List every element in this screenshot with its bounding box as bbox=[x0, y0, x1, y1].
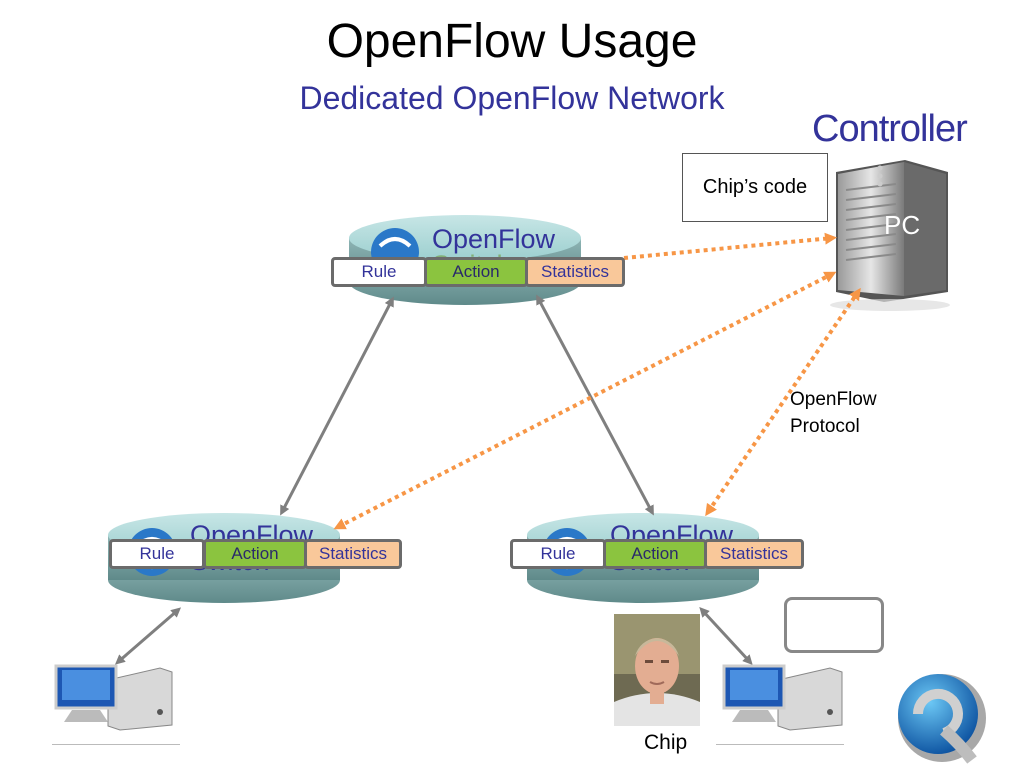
code-box: Chip’s code bbox=[682, 153, 828, 222]
server-tower-icon bbox=[830, 160, 950, 311]
link-top-left bbox=[280, 296, 394, 516]
code-label: Chip’s code bbox=[702, 176, 808, 198]
flow-statistics-cell: Statistics bbox=[525, 257, 625, 287]
slide-subtitle: Dedicated OpenFlow Network bbox=[299, 80, 725, 116]
flow-action-cell: Action bbox=[424, 257, 528, 287]
link-right-host bbox=[699, 607, 753, 665]
protocol-label: OpenFlow Protocol bbox=[790, 386, 877, 440]
divider-line bbox=[52, 744, 180, 745]
switch-label-line1: OpenFlow bbox=[432, 224, 556, 254]
flow-rule-cell: Rule bbox=[331, 257, 427, 287]
chip-photo bbox=[614, 614, 700, 726]
flow-rule-cell: Rule bbox=[510, 539, 606, 569]
desktop-computer-icon bbox=[54, 664, 173, 731]
flow-statistics-cell: Statistics bbox=[704, 539, 804, 569]
link-left-host bbox=[114, 607, 182, 665]
protocol-label-line2: Protocol bbox=[790, 416, 860, 437]
protocol-link-top bbox=[623, 232, 837, 260]
flow-action-cell: Action bbox=[203, 539, 307, 569]
divider-line bbox=[716, 744, 844, 745]
slide-title: OpenFlow Usage bbox=[326, 15, 698, 68]
logo-icon bbox=[898, 674, 986, 764]
link-top-right bbox=[536, 294, 654, 516]
flow-rule-cell: Rule bbox=[109, 539, 205, 569]
flow-action-cell: Action bbox=[603, 539, 707, 569]
pc-label: PC bbox=[884, 210, 921, 240]
flow-statistics-cell: Statistics bbox=[304, 539, 402, 569]
protocol-link-left bbox=[333, 271, 837, 530]
desktop-computer-icon bbox=[722, 664, 843, 731]
chip-label: Chip bbox=[644, 731, 688, 754]
controller-label: Controller bbox=[812, 108, 968, 150]
protocol-label-line1: OpenFlow bbox=[790, 389, 877, 410]
empty-box bbox=[784, 597, 884, 653]
